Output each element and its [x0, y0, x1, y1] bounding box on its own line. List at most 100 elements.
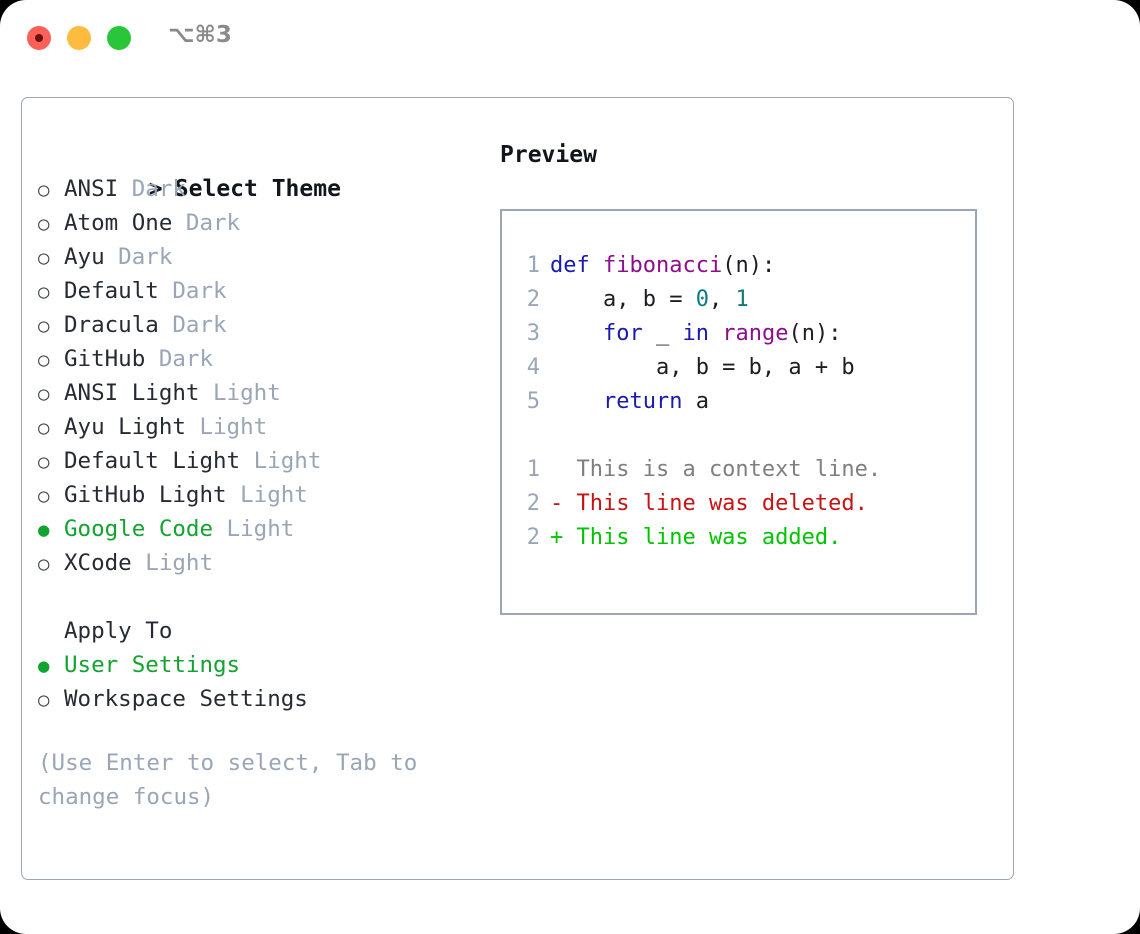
diff-text: - This line was deleted. [550, 491, 868, 516]
apply-to-label: User Settings [64, 652, 241, 678]
radio-unselected-icon: ○ [38, 417, 50, 439]
theme-option-ansi-light[interactable]: ○ ANSI Light Light [38, 376, 478, 410]
line-number: 4 [526, 355, 540, 380]
radio-unselected-icon: ○ [38, 247, 50, 269]
theme-option-ayu[interactable]: ○ Ayu Dark [38, 240, 478, 274]
radio-selected-icon: ● [38, 655, 50, 677]
theme-name: GitHub Light [64, 482, 227, 508]
radio-unselected-icon: ○ [38, 349, 50, 371]
theme-option-dracula[interactable]: ○ Dracula Dark [38, 308, 478, 342]
theme-name: Google Code [64, 516, 214, 542]
title-bar: ⌥⌘3 [0, 0, 1140, 78]
radio-selected-icon: ● [38, 519, 50, 541]
theme-variant: Light [131, 550, 214, 576]
theme-name: Default [64, 278, 159, 304]
line-number: 3 [526, 321, 540, 346]
theme-name: Ayu [64, 244, 105, 270]
line-number: 2 [526, 491, 540, 516]
caret-icon: > [148, 176, 163, 202]
radio-unselected-icon: ○ [38, 485, 50, 507]
list-spacer [38, 580, 478, 614]
theme-option-github[interactable]: ○ GitHub Dark [38, 342, 478, 376]
theme-variant: Dark [158, 312, 227, 338]
theme-variant: Light [213, 516, 295, 542]
code-line: 4 a, b = b, a + b [516, 351, 881, 385]
theme-variant: Light [240, 448, 322, 474]
theme-name: Dracula [64, 312, 159, 338]
theme-option-ansi[interactable]: ○ ANSI Dark [38, 172, 478, 206]
code-token: _ [642, 321, 683, 346]
code-token: (n): [788, 321, 842, 346]
main-panel: > Select Theme ○ ANSI Dark ○ Atom One Dark ○ A… [21, 97, 1014, 880]
code-token: a [682, 389, 709, 414]
theme-variant: Dark [145, 346, 214, 372]
theme-name: XCode [64, 550, 132, 576]
diff-line-del: 2 - This line was deleted. [516, 487, 881, 521]
radio-unselected-icon: ○ [38, 315, 50, 337]
code-token: a, b = b, a + b [550, 355, 855, 380]
code-line: 3 for _ in range(n): [516, 317, 881, 351]
select-theme-title: Select Theme [174, 176, 341, 202]
apply-to-list: ● User Settings ○Workspace Settings [38, 648, 478, 716]
theme-name: ANSI Light [64, 380, 200, 406]
maximize-button[interactable] [107, 26, 131, 50]
theme-variant: Light [226, 482, 308, 508]
window-controls [27, 26, 131, 50]
close-button[interactable] [27, 26, 51, 50]
radio-unselected-icon: ○ [38, 179, 50, 201]
keyboard-hint: (Use Enter to select, Tab to change focu… [38, 750, 431, 810]
theme-option-ayu-light[interactable]: ○Ayu Light Light [38, 410, 478, 444]
line-number: 1 [526, 457, 540, 482]
apply-to-option-workspace-settings[interactable]: ○Workspace Settings [38, 682, 478, 716]
code-token: for [602, 321, 643, 346]
code-token [550, 389, 603, 414]
preview-heading: Preview [500, 142, 597, 168]
keyboard-shortcut-label: ⌥⌘3 [168, 22, 232, 48]
code-token [709, 321, 722, 346]
radio-unselected-icon: ○ [38, 213, 50, 235]
theme-name: Atom One [64, 210, 173, 236]
apply-to-label: Workspace Settings [64, 686, 308, 712]
radio-unselected-icon: ○ [38, 281, 50, 303]
code-token: fibonacci [603, 253, 723, 278]
apply-to-heading: Apply To [64, 618, 173, 644]
code-line: 5 return a [516, 385, 881, 419]
theme-option-github-light[interactable]: ○ GitHub Light Light [38, 478, 478, 512]
line-number: 5 [526, 389, 540, 414]
diff-line-add: 2+ This line was added. [516, 521, 881, 555]
theme-variant: Dark [118, 176, 186, 202]
minimize-button[interactable] [67, 26, 91, 50]
apply-to-option-user-settings[interactable]: ● User Settings [38, 648, 478, 682]
theme-option-default[interactable]: ○ Default Dark [38, 274, 478, 308]
radio-unselected-icon: ○ [38, 451, 50, 473]
diff-line-ctx: 1 This is a context line. [516, 453, 881, 487]
radio-unselected-icon: ○ [38, 383, 50, 405]
theme-option-google-code[interactable]: ● Google Code Light [38, 512, 478, 546]
select-theme-heading: > Select Theme [38, 138, 478, 202]
code-diff-separator [516, 419, 881, 453]
diff-text: + This line was added. [550, 525, 842, 550]
code-token: return [602, 389, 683, 414]
diff-text: This is a context line. [550, 457, 882, 482]
code-token: 1 [735, 287, 749, 312]
theme-picker-column: > Select Theme ○ ANSI Dark ○ Atom One Dark ○ A… [38, 138, 478, 814]
theme-variant: Dark [158, 278, 227, 304]
theme-option-xcode[interactable]: ○XCode Light [38, 546, 478, 580]
theme-variant: Dark [104, 244, 173, 270]
theme-option-default-light[interactable]: ○ Default Light Light [38, 444, 478, 478]
theme-variant: Light [199, 380, 281, 406]
code-token: , [708, 287, 736, 312]
theme-name: ANSI [64, 176, 119, 202]
code-token: in [682, 321, 709, 346]
theme-option-atom-one[interactable]: ○Atom One Dark [38, 206, 478, 240]
theme-name: Ayu Light [64, 414, 186, 440]
code-token: 0 [695, 287, 709, 312]
theme-name: Default Light [64, 448, 241, 474]
theme-name: GitHub [64, 346, 146, 372]
line-number: 1 [526, 253, 540, 278]
theme-list: ○ ANSI Dark ○ Atom One Dark ○ Ayu Dark ○ Defaul… [38, 172, 478, 580]
